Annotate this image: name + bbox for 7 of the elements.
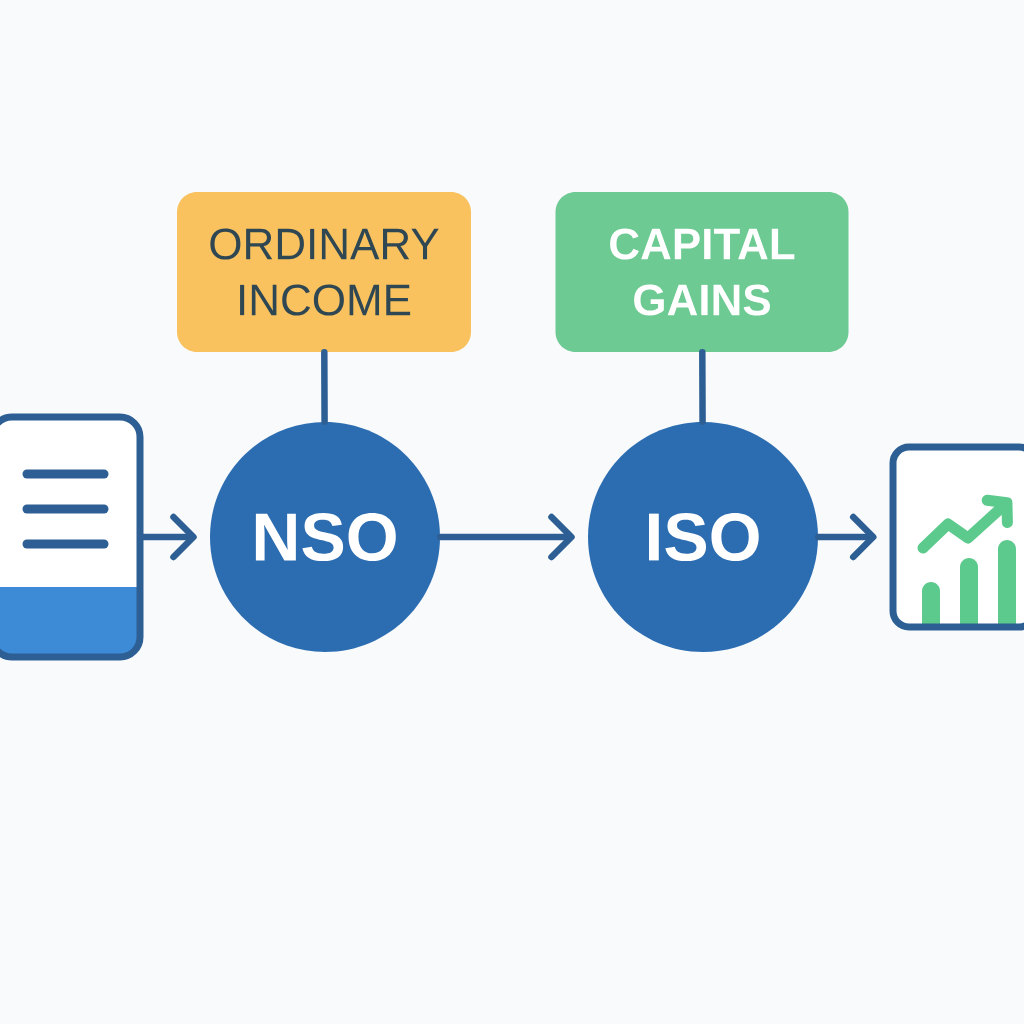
connector-line [699,349,706,425]
category-box: CAPITAL GAINS [555,192,849,352]
connector-line [321,349,328,425]
document-icon [0,413,144,661]
chart-icon [889,443,1024,631]
category-box: ORDINARY INCOME [177,192,471,352]
arrow [437,513,575,561]
